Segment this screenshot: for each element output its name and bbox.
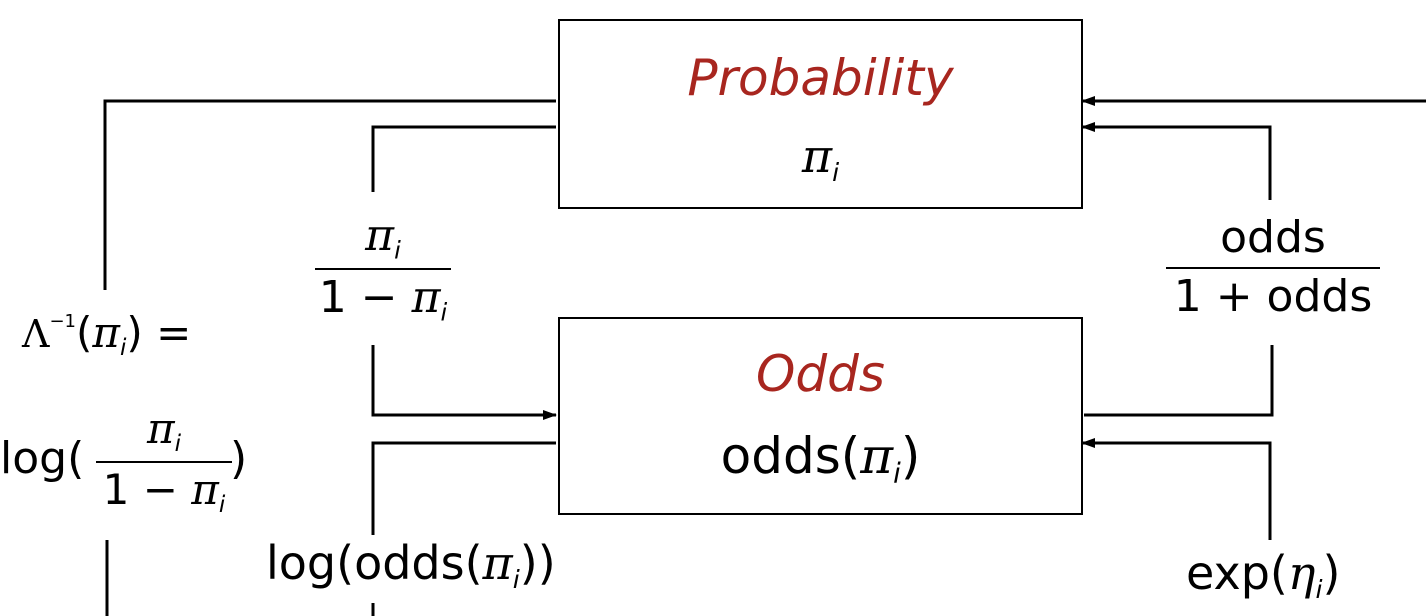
edge-eta-to-odds xyxy=(1081,438,1272,540)
probability-title: Probability xyxy=(687,49,954,107)
log-prefix: log( xyxy=(0,433,85,484)
prob-to-odds-label: πi 1 − πi xyxy=(315,210,451,327)
fraction-numerator: πi xyxy=(315,210,451,268)
edge-odds-to-prob-lower xyxy=(1084,345,1274,417)
exp-prefix: exp( xyxy=(1186,546,1288,600)
logit-closing-paren: ) xyxy=(230,433,247,484)
pi-symbol: π xyxy=(92,308,120,357)
subscript-i: i xyxy=(120,335,127,362)
open-paren: ( xyxy=(76,308,93,357)
logit-fraction: πi 1 − πi xyxy=(96,404,232,518)
fraction-bar xyxy=(1166,267,1380,269)
edge-odds-to-prob-upper xyxy=(1081,122,1272,200)
fraction-numerator: odds xyxy=(1220,212,1326,263)
fraction-denominator: 1 + odds xyxy=(1173,271,1373,322)
inverse-exponent: −1 xyxy=(49,311,76,333)
probability-symbol: πi xyxy=(560,129,1081,187)
close-paren-equals: ) = xyxy=(126,308,192,357)
odds-to-prob-label: odds 1 + odds xyxy=(1166,212,1380,322)
subscript-i: i xyxy=(893,457,901,490)
log-suffix: ) xyxy=(230,433,248,484)
pi-symbol: π xyxy=(191,465,219,515)
log-odds-prefix: log(odds( xyxy=(266,536,483,590)
eta-symbol: η xyxy=(1287,546,1316,600)
exp-suffix: ) xyxy=(1322,546,1341,600)
edge-odds-to-logodds-upper xyxy=(371,441,556,535)
odds-title: Odds xyxy=(756,345,885,403)
fraction-numerator: πi xyxy=(96,404,232,461)
pi-symbol: π xyxy=(365,210,395,261)
fraction-bar xyxy=(315,268,451,271)
subscript-i: i xyxy=(512,564,520,594)
lambda-symbol: Λ xyxy=(22,312,50,356)
subscript-i: i xyxy=(218,492,226,519)
fraction-denominator: 1 − πi xyxy=(315,270,451,326)
pi-symbol: π xyxy=(801,129,833,183)
edge-prob-to-odds-lower xyxy=(371,345,557,420)
subscript-i: i xyxy=(394,236,401,265)
odds-node: Odds odds(πi) xyxy=(558,317,1083,515)
inverse-link-label: Λ−1(πi) = xyxy=(22,308,191,361)
pi-symbol: π xyxy=(860,427,894,485)
denominator-prefix: 1 − xyxy=(102,465,192,515)
odds-expr-prefix: odds( xyxy=(720,427,861,485)
odds-expr-suffix: ) xyxy=(900,427,921,485)
pi-symbol: π xyxy=(482,536,513,590)
exp-eta-label: exp(ηi) xyxy=(1186,546,1340,604)
fraction-denominator: 1 − πi xyxy=(96,463,232,518)
log-odds-label: log(odds(πi)) xyxy=(266,536,556,594)
odds-expression: odds(πi) xyxy=(560,427,1081,490)
logit-formula: log( xyxy=(0,433,84,484)
probability-node: Probability πi xyxy=(558,19,1083,209)
subscript-i: i xyxy=(440,298,448,327)
edge-prob-to-odds-upper xyxy=(371,125,556,192)
denominator-prefix: 1 − xyxy=(318,272,412,324)
subscript-i: i xyxy=(832,157,840,187)
pi-symbol: π xyxy=(411,272,441,324)
subscript-i: i xyxy=(174,431,182,458)
log-odds-suffix: )) xyxy=(519,536,556,590)
subscript-i: i xyxy=(1315,574,1323,604)
fraction-bar xyxy=(96,461,232,464)
pi-symbol: π xyxy=(146,404,175,453)
edge-prob-to-logit-upper xyxy=(103,99,556,290)
